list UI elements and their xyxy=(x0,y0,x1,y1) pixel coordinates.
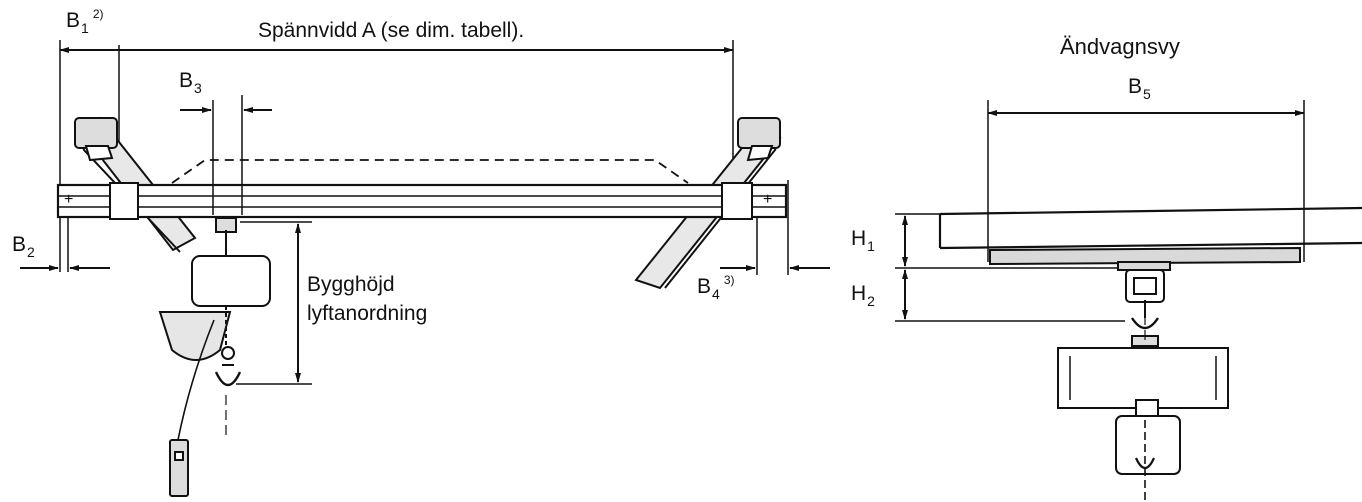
dim-h2-label: H2 xyxy=(851,282,875,309)
trolley-outline xyxy=(171,159,689,184)
build-height-label-1: Bygghöjd xyxy=(307,273,395,296)
svg-text:+: + xyxy=(763,191,772,208)
svg-text:+: + xyxy=(64,191,73,208)
main-girder xyxy=(56,183,788,219)
dim-h1-label: H1 xyxy=(851,227,875,254)
span-label: Spännvidd A (se dim. tabell). xyxy=(258,19,525,42)
build-height-label-2: lyftanordning xyxy=(307,302,428,325)
dim-b1-label: B12) xyxy=(66,7,104,36)
dim-b5-label: B5 xyxy=(1128,75,1151,102)
dim-b4-label: B43) xyxy=(697,273,735,302)
hoist xyxy=(158,217,271,497)
end-view-title: Ändvagnsvy xyxy=(1060,34,1180,59)
side-view: + + xyxy=(20,40,830,497)
dim-b2-label: B2 xyxy=(12,233,35,260)
runway-beam xyxy=(938,206,1362,266)
end-view-hoist xyxy=(1057,347,1229,500)
dim-b3-label: B3 xyxy=(179,69,202,96)
trolley-hanger xyxy=(1117,261,1171,347)
end-view xyxy=(895,100,1362,500)
